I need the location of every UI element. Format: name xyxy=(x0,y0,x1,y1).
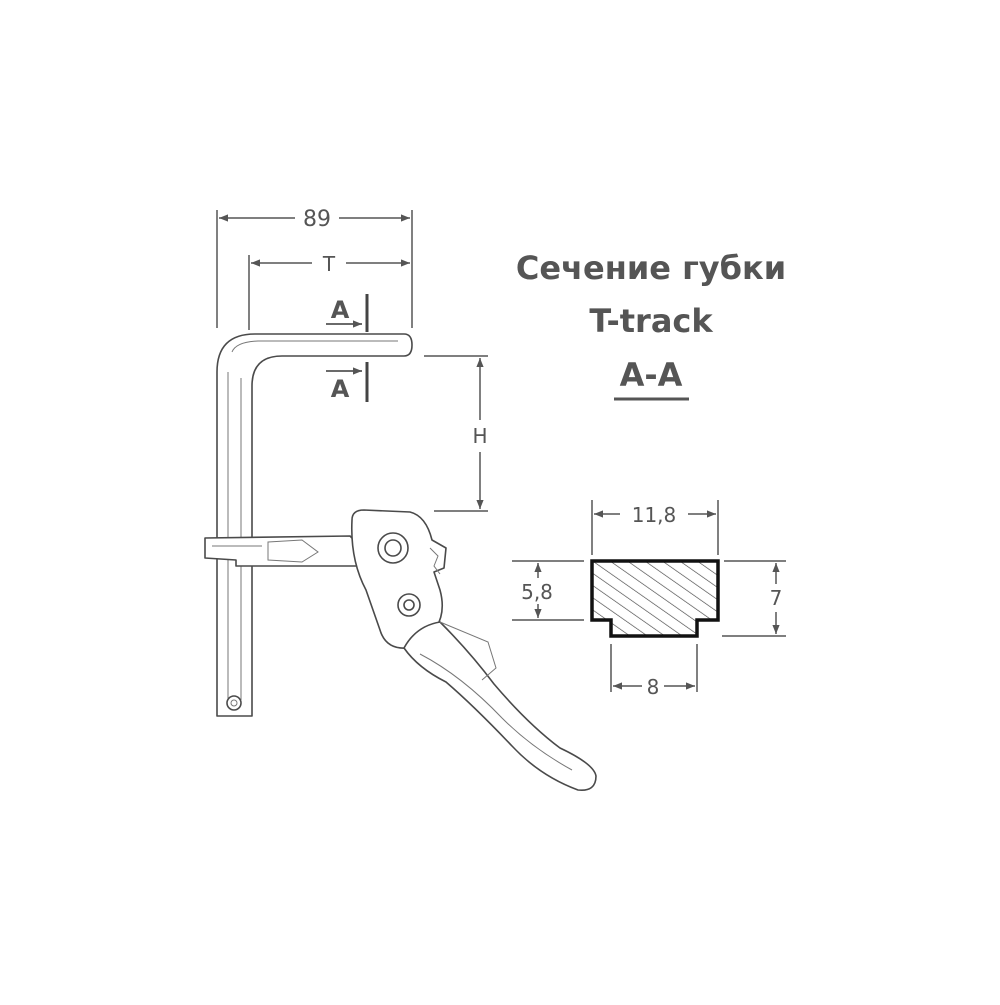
ratchet-teeth xyxy=(429,547,441,575)
section-title: Сечение губки T-track A-A xyxy=(516,249,786,401)
dimension-t: T xyxy=(248,252,410,330)
dim-11-8-label: 11,8 xyxy=(632,503,677,527)
arm-slot xyxy=(267,539,319,563)
title-line-1: Сечение губки xyxy=(516,249,786,287)
dimension-h: H xyxy=(424,355,488,512)
lever-inner-line xyxy=(419,653,573,771)
section-mark-a-lower: A xyxy=(331,375,350,403)
dim-89-label: 89 xyxy=(303,207,331,232)
dimension-89: 89 xyxy=(216,207,413,328)
clamp-drawing: 89 T A A H xyxy=(204,207,597,792)
clamp-bar xyxy=(216,333,413,717)
dim-5-8-label: 5,8 xyxy=(521,580,553,604)
dim-7-label: 7 xyxy=(770,586,783,610)
lever-pivot-inner xyxy=(403,599,415,611)
clamp-head xyxy=(350,509,447,649)
title-line-3: A-A xyxy=(620,356,683,394)
bar-end-hole-inner xyxy=(230,699,238,707)
dim-t-label: T xyxy=(322,252,336,276)
lever-handle xyxy=(403,621,597,792)
head-pivot-inner xyxy=(384,539,402,557)
jaw-section-profile xyxy=(590,559,720,638)
jaw-section: 11,8 8 5,8 7 xyxy=(512,500,786,699)
dim-8-label: 8 xyxy=(647,675,660,699)
arm-inner-line xyxy=(231,340,398,353)
title-line-2: T-track xyxy=(589,302,713,340)
section-mark-lower: A xyxy=(326,362,369,403)
dim-h-label: H xyxy=(472,424,487,448)
lever-guard xyxy=(439,621,497,681)
section-mark-upper: A xyxy=(326,294,369,332)
section-mark-a-upper: A xyxy=(331,296,350,324)
bar-end-hole xyxy=(226,695,242,711)
